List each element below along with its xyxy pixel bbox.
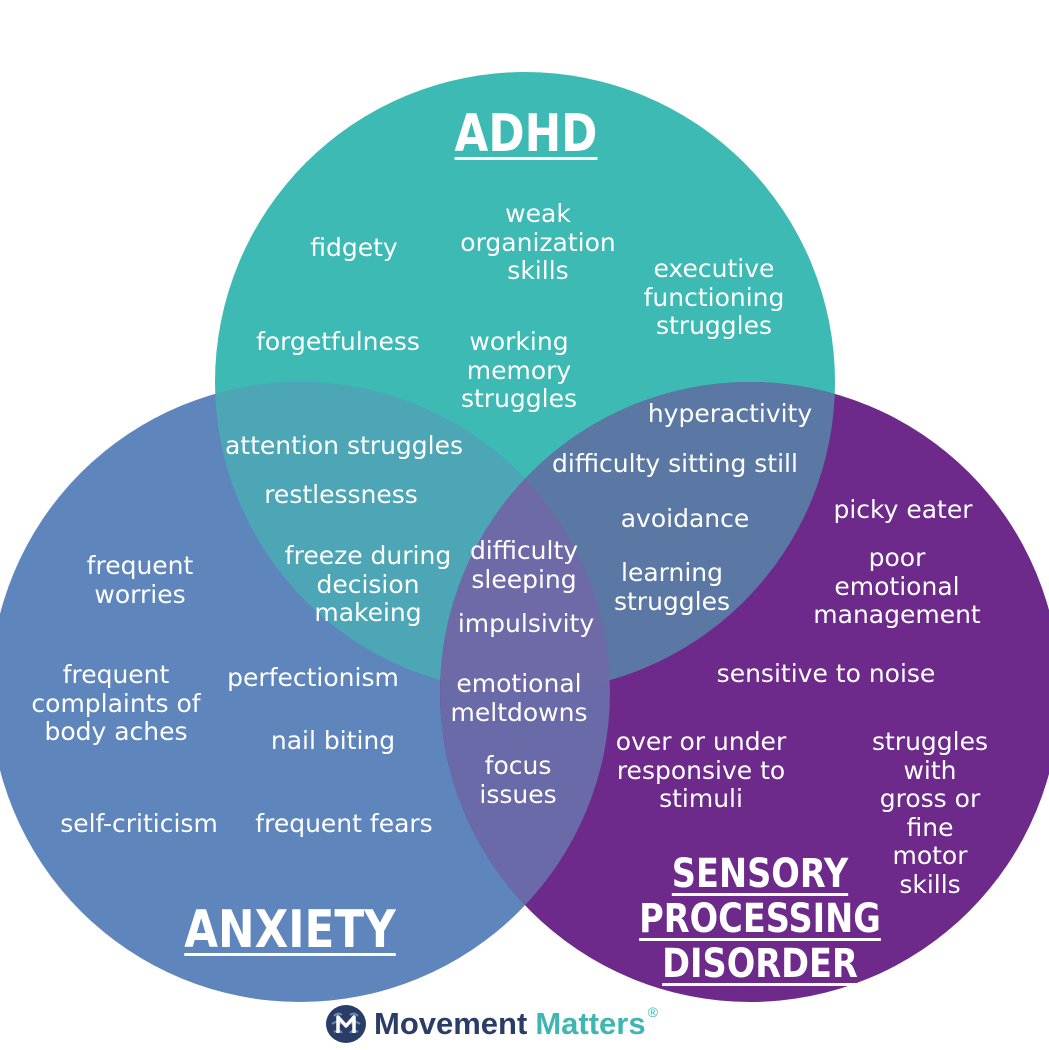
label-restlessness: restlessness [264,480,418,509]
label-focus-issues: focus issues [479,751,557,809]
label-self-criticism: self-criticism [60,809,218,838]
label-emotional-meltdowns: emotional meltdowns [450,669,588,727]
logo-word-movement: Movement [374,1006,528,1041]
adhd-spd-overlap [440,382,835,692]
label-frequent-fears: frequent fears [255,809,433,838]
label-frequent-complaints: frequent complaints of body aches [31,660,201,746]
label-hyperactivity: hyperactivity [647,399,813,428]
label-forgetfulness: forgetfulness [256,327,420,356]
label-avoidance: avoidance [620,504,750,533]
label-perfectionism: perfectionism [227,663,399,692]
label-poor-emotional: poor emotional management [813,543,981,629]
spd-title: SENSORY PROCESSING DISORDER [639,851,881,988]
movement-matters-logo: Movement Matters ® [324,998,658,1050]
label-difficulty-sitting-still: difficulty sitting still [552,449,798,478]
label-frequent-worries: frequent worries [86,551,194,609]
label-fidgety: fidgety [310,233,398,262]
label-motor-skills: struggles with gross or fine motor skill… [871,727,989,899]
registered-mark: ® [647,1004,658,1020]
label-over-under: over or under responsive to stimuli [615,727,787,813]
label-attention-struggles: attention struggles [224,431,464,460]
label-freeze-decision: freeze during decision makeing [284,541,452,627]
label-sensitive-noise: sensitive to noise [716,659,936,688]
label-working-memory: working memory struggles [460,327,578,413]
anxiety-title: ANXIETY [184,900,396,960]
label-weak-organization: weak organization skills [460,199,616,285]
adhd-anxiety-overlap [215,382,610,692]
label-nail-biting: nail biting [270,726,396,755]
label-difficulty-sleeping: difficulty sleeping [469,536,579,594]
label-learning-struggles: learning struggles [613,558,731,616]
brain-logo-icon [326,1005,366,1043]
adhd-title: ADHD [454,104,598,164]
logo-word-matters: Matters [535,1006,646,1041]
label-executive-functioning: executive functioning struggles [643,254,785,340]
label-picky-eater: picky eater [833,495,973,524]
label-impulsivity: impulsivity [457,609,595,638]
